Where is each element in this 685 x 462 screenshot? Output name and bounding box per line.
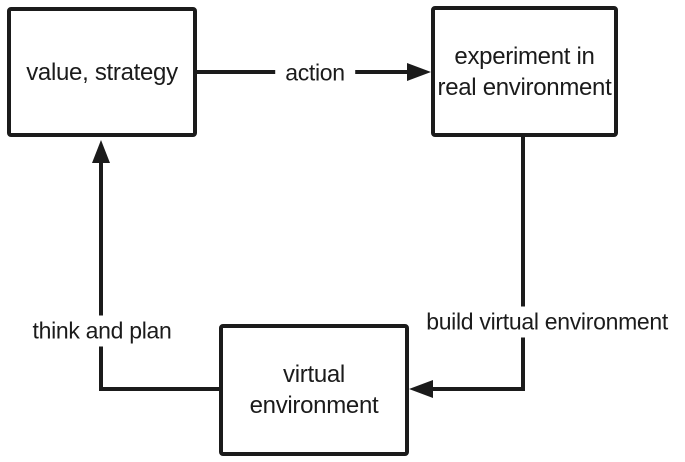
node-virtual-environment: virtual environment xyxy=(219,324,409,456)
edge-build-virtual-environment-horizontal-line xyxy=(433,387,525,391)
edge-think-and-plan-horizontal-line xyxy=(99,387,222,391)
edge-label-action: action xyxy=(275,57,355,89)
edge-build-virtual-environment-vertical-line xyxy=(521,137,525,391)
arrowhead-up-icon xyxy=(92,140,110,163)
node-experiment-real-environment: experiment in real environment xyxy=(431,6,618,137)
arrowhead-right-icon xyxy=(407,63,431,81)
edge-label-build-virtual-environment: build virtual environment xyxy=(416,306,678,338)
arrowhead-left-icon xyxy=(409,380,433,398)
edge-think-and-plan-vertical-line xyxy=(99,161,103,391)
edge-label-think-and-plan: think and plan xyxy=(22,315,182,347)
node-value-strategy: value, strategy xyxy=(7,7,197,137)
